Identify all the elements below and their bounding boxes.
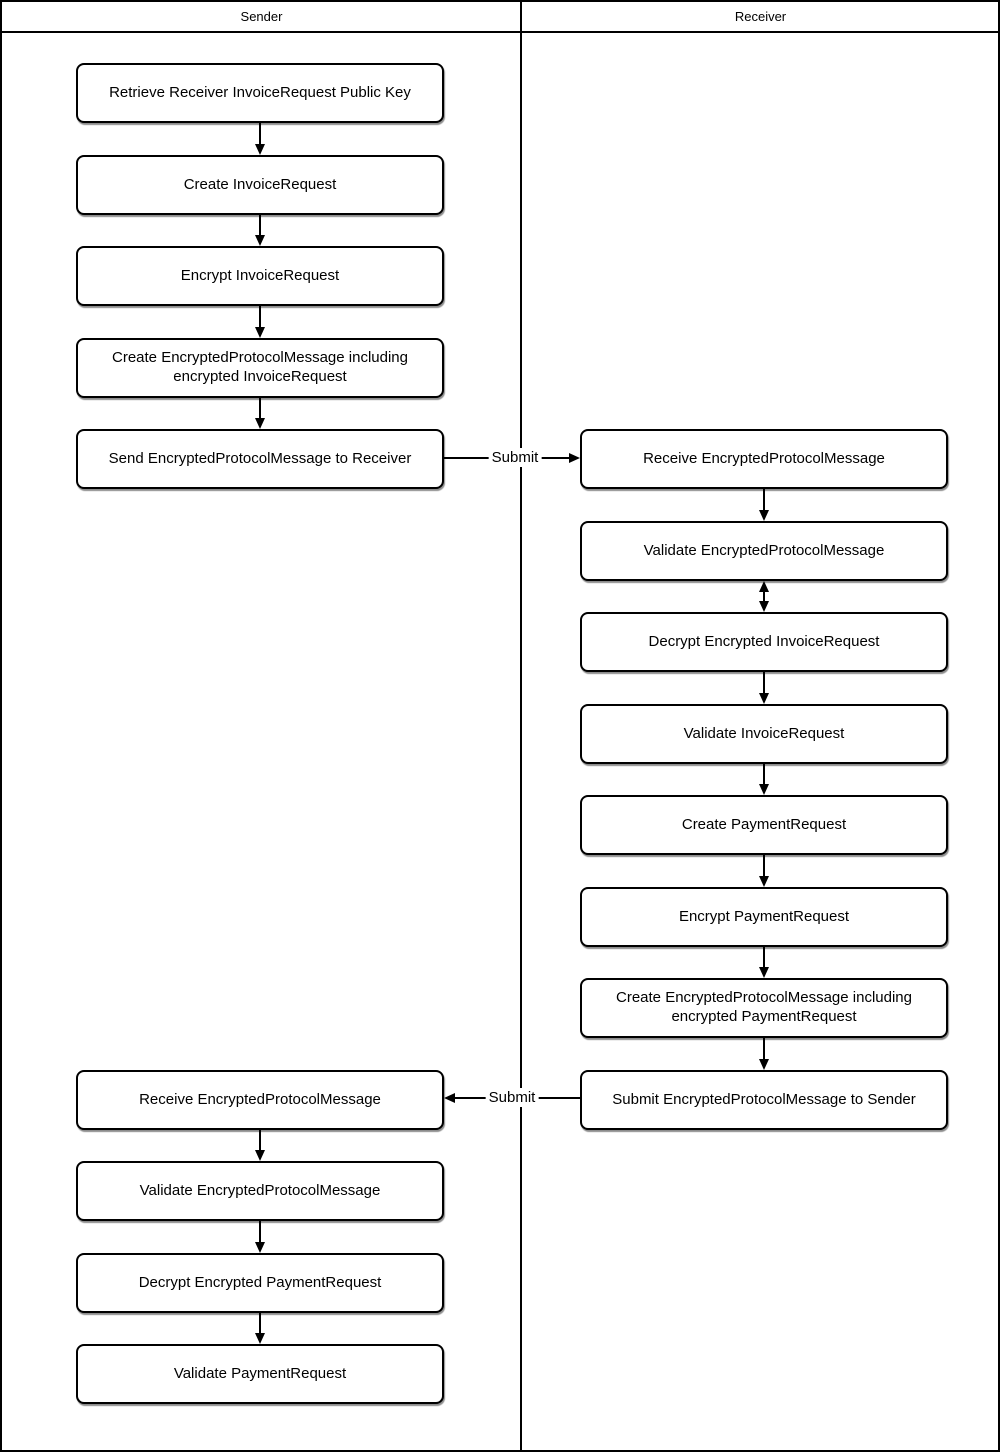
flow-step-label: Decrypt Encrypted InvoiceRequest [648, 632, 880, 650]
flow-step-label: Validate InvoiceRequest [683, 724, 845, 742]
connector-line [259, 398, 261, 418]
connector-line [763, 947, 765, 967]
connector-line [259, 306, 261, 327]
arrowhead-down-icon [255, 327, 265, 338]
flow-step-validate-paymentrequest: Validate PaymentRequest [76, 1344, 444, 1404]
flow-step-sender-receive-encryptedprotocolmessage: Receive EncryptedProtocolMessage [76, 1070, 444, 1130]
arrowhead-left-icon [444, 1093, 455, 1103]
flow-step-label: Retrieve Receiver InvoiceRequest Public … [109, 83, 411, 101]
flow-step-label: Submit EncryptedProtocolMessage to Sende… [612, 1090, 916, 1108]
arrowhead-down-icon [255, 1333, 265, 1344]
flow-step-label: Create PaymentRequest [681, 815, 847, 833]
flow-step-send-encryptedprotocolmessage-to-receiver: Send EncryptedProtocolMessage to Receive… [76, 429, 444, 489]
edge-label-submit: Submit [488, 448, 542, 467]
flow-step-retrieve-invoicerequest-public-key: Retrieve Receiver InvoiceRequest Public … [76, 63, 444, 123]
flow-step-label: Create EncryptedProtocolMessage includin… [616, 989, 912, 1025]
flow-step-create-invoicerequest: Create InvoiceRequest [76, 155, 444, 215]
flow-step-label: Send EncryptedProtocolMessage to Receive… [108, 449, 412, 467]
lane-divider [520, 2, 522, 1450]
flow-step-encrypt-invoicerequest: Encrypt InvoiceRequest [76, 246, 444, 306]
arrowhead-down-icon [255, 1242, 265, 1253]
arrowhead-down-icon [255, 235, 265, 246]
flow-step-label: Decrypt Encrypted PaymentRequest [138, 1273, 382, 1291]
flow-step-label: Validate EncryptedProtocolMessage [139, 1181, 381, 1199]
flow-step-create-paymentrequest: Create PaymentRequest [580, 795, 948, 855]
connector-line [763, 592, 765, 601]
flow-step-submit-encryptedprotocolmessage-to-sender: Submit EncryptedProtocolMessage to Sende… [580, 1070, 948, 1130]
connector-line [259, 1313, 261, 1333]
flow-step-create-encryptedprotocolmessage-paymentrequest: Create EncryptedProtocolMessage includin… [580, 978, 948, 1038]
arrowhead-down-icon [759, 967, 769, 978]
flow-step-receiver-receive-encryptedprotocolmessage: Receive EncryptedProtocolMessage [580, 429, 948, 489]
flow-step-label: Validate PaymentRequest [173, 1364, 347, 1382]
flow-step-decrypt-encrypted-paymentrequest: Decrypt Encrypted PaymentRequest [76, 1253, 444, 1313]
arrowhead-right-icon [569, 453, 580, 463]
flow-step-label: Encrypt PaymentRequest [678, 907, 850, 925]
connector-line [259, 1221, 261, 1242]
arrowhead-down-icon [759, 876, 769, 887]
flow-step-sender-validate-encryptedprotocolmessage: Validate EncryptedProtocolMessage [76, 1161, 444, 1221]
connector-line [259, 123, 261, 144]
arrowhead-down-icon [255, 1150, 265, 1161]
flow-step-label: Receive EncryptedProtocolMessage [643, 449, 885, 467]
connector-line [763, 672, 765, 693]
edge-label-submit: Submit [485, 1088, 539, 1107]
flow-step-label: Receive EncryptedProtocolMessage [139, 1090, 381, 1108]
connector-line [763, 1038, 765, 1059]
arrowhead-down-icon [759, 601, 769, 612]
flow-step-label: Create InvoiceRequest [183, 175, 337, 193]
arrowhead-down-icon [255, 418, 265, 429]
connector-line [259, 215, 261, 235]
flow-step-receiver-validate-encryptedprotocolmessage: Validate EncryptedProtocolMessage [580, 521, 948, 581]
lane-header-separator [2, 31, 998, 33]
flow-step-encrypt-paymentrequest: Encrypt PaymentRequest [580, 887, 948, 947]
arrowhead-down-icon [759, 1059, 769, 1070]
arrowhead-up-icon [759, 581, 769, 592]
arrowhead-down-icon [759, 784, 769, 795]
flow-step-validate-invoicerequest: Validate InvoiceRequest [580, 704, 948, 764]
connector-line [763, 855, 765, 876]
connector-line [763, 489, 765, 510]
flow-step-label: Encrypt InvoiceRequest [180, 266, 340, 284]
lane-title-receiver: Receiver [734, 9, 787, 24]
flow-step-label: Create EncryptedProtocolMessage includin… [112, 349, 408, 385]
lane-title-sender: Sender [240, 9, 283, 24]
arrowhead-down-icon [759, 510, 769, 521]
connector-line [763, 764, 765, 784]
arrowhead-down-icon [255, 144, 265, 155]
flow-step-decrypt-encrypted-invoicerequest: Decrypt Encrypted InvoiceRequest [580, 612, 948, 672]
flow-step-label: Validate EncryptedProtocolMessage [643, 541, 885, 559]
flow-step-create-encryptedprotocolmessage-invoicerequest: Create EncryptedProtocolMessage includin… [76, 338, 444, 398]
connector-line [259, 1130, 261, 1150]
arrowhead-down-icon [759, 693, 769, 704]
